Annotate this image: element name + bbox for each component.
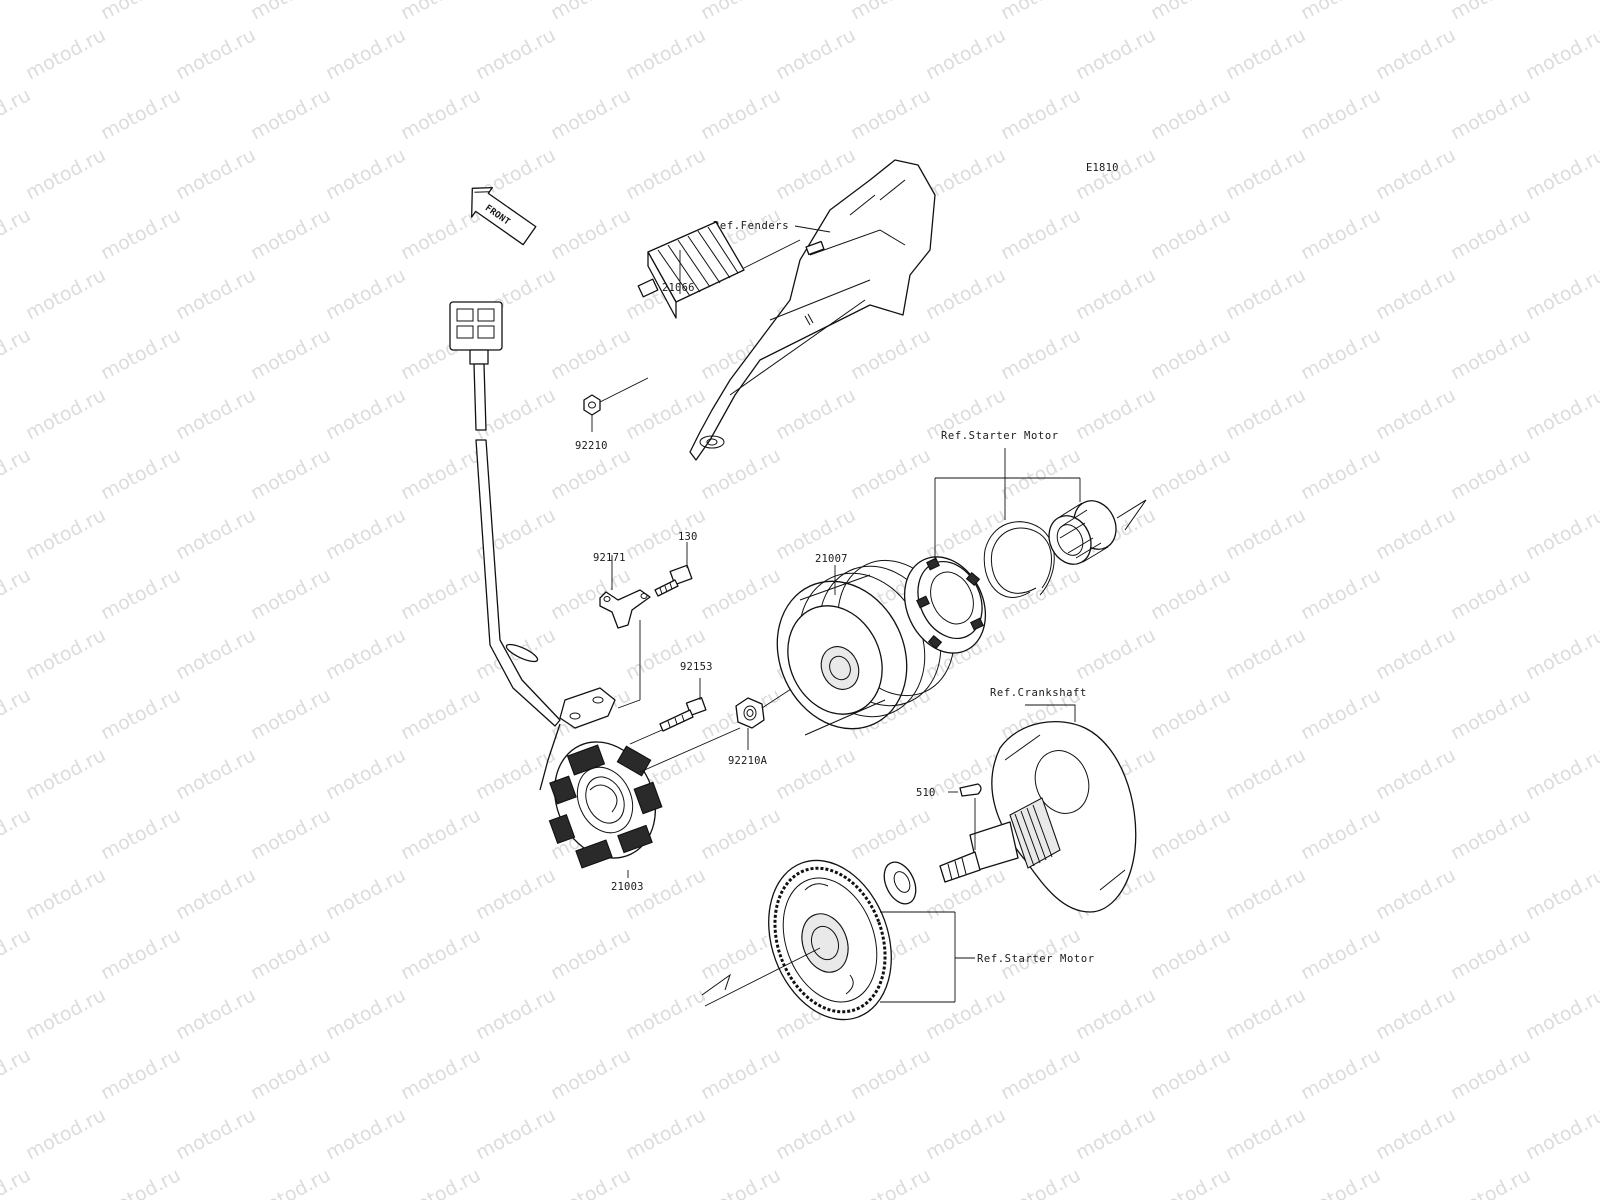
wire-harness [449,301,616,791]
part-label-510: 510 [916,787,936,799]
stator-bolt [659,696,707,732]
diagram-code: E1810 [1086,162,1119,174]
ref-starter-motor-bottom-label: Ref.Starter Motor [977,953,1095,965]
front-direction-arrow: FRONT [471,186,537,246]
starter-clutch [903,556,987,654]
ref-starter-motor-top-label: Ref.Starter Motor [941,430,1059,442]
part-label-130: 130 [678,531,698,543]
rotor-nut [735,697,765,729]
starter-motor-ref-bracket-top [934,448,1081,560]
ref-fenders-label: Ref.Fenders [713,220,789,232]
starter-motor-ref-bracket-bottom [880,911,975,1003]
regulator-nut [583,394,601,416]
flywheel-rotor [776,559,955,736]
ref-crankshaft-label: Ref.Crankshaft [990,687,1087,699]
fender-bracket [689,159,936,461]
part-label-92153: 92153 [680,661,713,673]
stator [548,741,663,869]
fenders-leader [794,225,831,233]
part-label-21007: 21007 [815,553,848,565]
regulator-rectifier [637,221,745,319]
part-label-92210: 92210 [575,440,608,452]
needle-bearing [1048,500,1117,565]
thrust-washer [883,861,917,905]
part-label-21003: 21003 [611,881,644,893]
part-label-92171: 92171 [593,552,626,564]
woodruff-key [959,783,982,797]
starter-driven-gear [768,859,892,1021]
circlip [983,521,1055,598]
part-label-21066: 21066 [662,282,695,294]
clamp-bolt [654,564,693,597]
crankshaft [939,720,1137,913]
part-label-92210A: 92210A [728,755,768,767]
wire-clamp [599,589,651,629]
